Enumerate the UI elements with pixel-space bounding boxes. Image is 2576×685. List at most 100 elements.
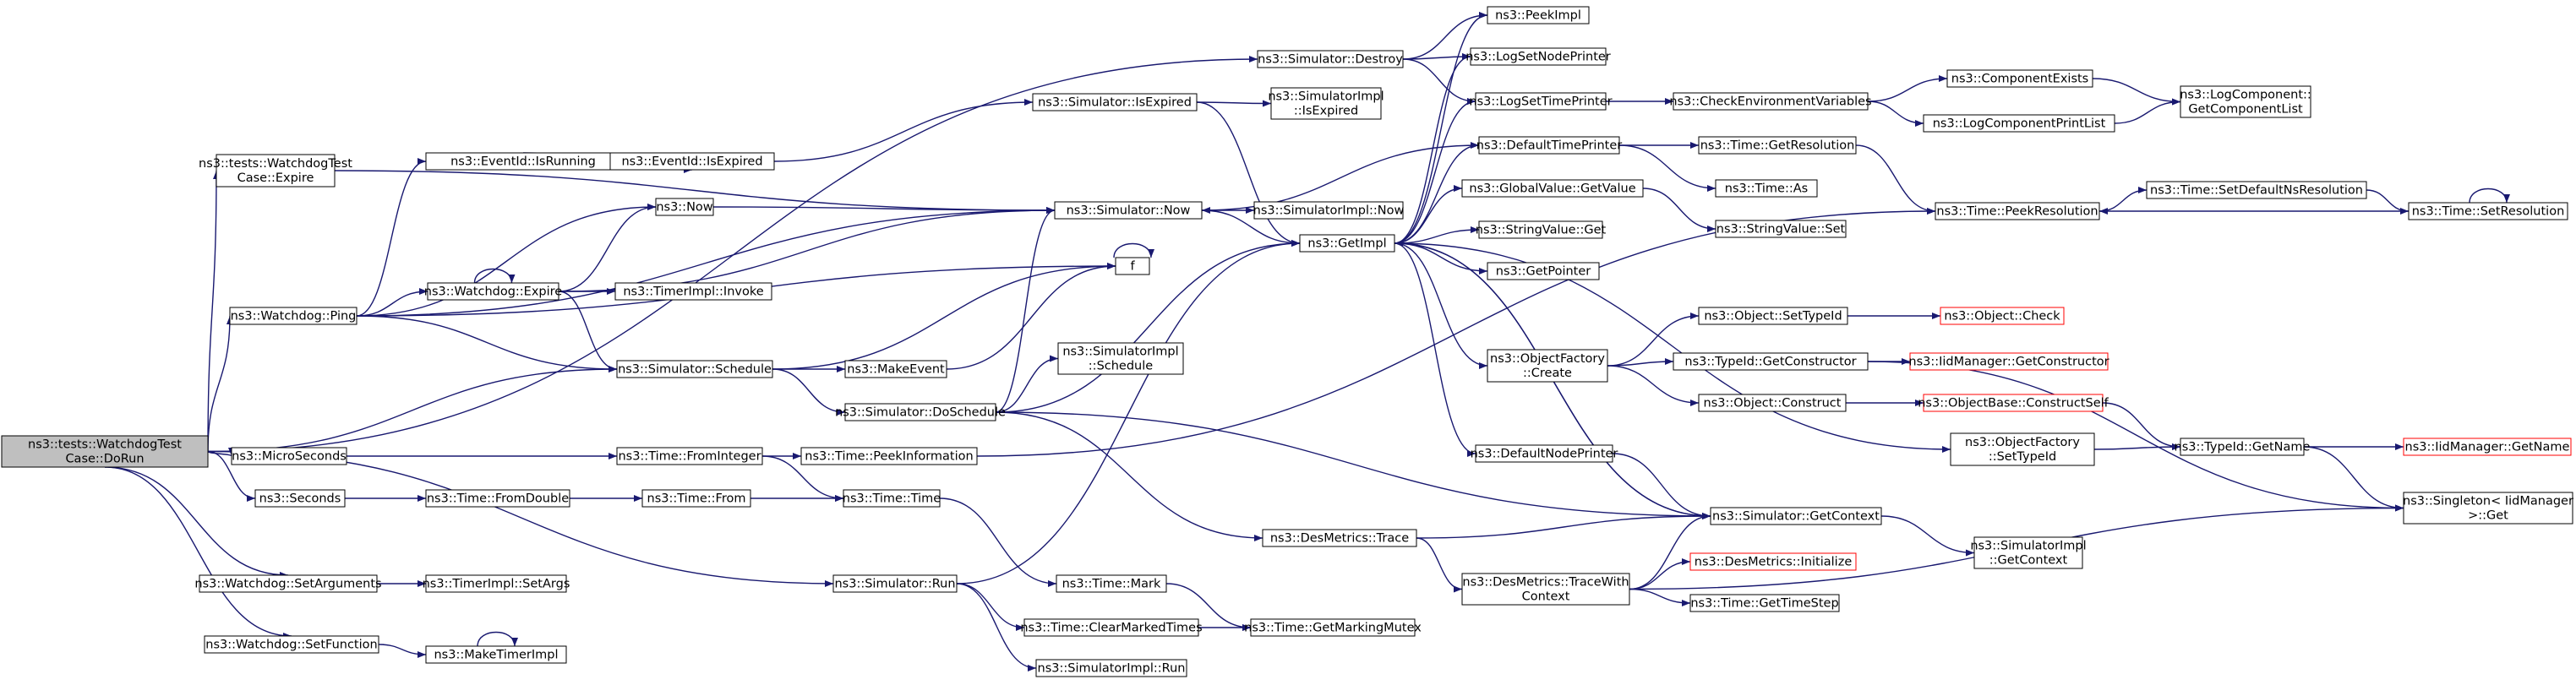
call-edge-desmetrics-tracewithcontext-to-time-gettimestep: [1629, 588, 1691, 604]
node-seconds[interactable]: ns3::Seconds: [254, 489, 346, 508]
node-time-gettimestep[interactable]: ns3::Time::GetTimeStep: [1689, 594, 1840, 612]
node-singleton-get[interactable]: ns3::Singleton< IidManager>::Get: [2403, 492, 2573, 525]
node-time-clearmarkedtimes[interactable]: ns3::Time::ClearMarkedTimes: [1020, 618, 1203, 637]
node-sim-getcontext[interactable]: ns3::Simulator::GetContext: [1710, 507, 1882, 525]
node-sim-doschedule[interactable]: ns3::Simulator::DoSchedule: [835, 403, 1006, 421]
node-simimpl-run[interactable]: ns3::SimulatorImpl::Run: [1035, 659, 1187, 677]
node-sim-isexpired[interactable]: ns3::Simulator::IsExpired: [1032, 93, 1198, 111]
arrowhead: [418, 495, 426, 502]
arrowhead: [418, 651, 426, 658]
node-desmetrics-trace[interactable]: ns3::DesMetrics::Trace: [1262, 529, 1417, 547]
node-objectbase-constructself[interactable]: ns3::ObjectBase::ConstructSelf: [1918, 394, 2109, 412]
node-checkenv[interactable]: ns3::CheckEnvironmentVariables: [1669, 92, 1872, 111]
node-simimpl-now[interactable]: ns3::SimulatorImpl::Now: [1253, 201, 1405, 220]
call-edge-objectfactory-settypeid-to-typeid-getname: [2093, 446, 2181, 450]
node-getcomponentlist[interactable]: ns3::LogComponent::GetComponentList: [2180, 85, 2311, 118]
node-label: ns3::LogSetNodePrinter: [1465, 51, 1611, 64]
node-makeevent[interactable]: ns3::MakeEvent: [844, 360, 947, 378]
node-wd-setarguments[interactable]: ns3::Watchdog::SetArguments: [194, 574, 382, 593]
node-typeid-getname[interactable]: ns3::TypeId::GetName: [2175, 438, 2311, 456]
node-time-fromdouble[interactable]: ns3::Time::FromDouble: [425, 489, 570, 508]
node-getimpl[interactable]: ns3::GetImpl: [1299, 234, 1395, 253]
node-label: ns3::Time::GetResolution: [1700, 139, 1855, 153]
node-maketimerimpl[interactable]: ns3::MakeTimerImpl: [425, 645, 567, 664]
node-typeid-getconstructor[interactable]: ns3::TypeId::GetConstructor: [1673, 352, 1869, 371]
node-box: [1698, 394, 1847, 412]
node-sim-schedule[interactable]: ns3::Simulator::Schedule: [616, 360, 773, 378]
node-object-construct[interactable]: ns3::Object::Construct: [1698, 394, 1847, 412]
node-objectfactory-settypeid[interactable]: ns3::ObjectFactory::SetTypeId: [1950, 432, 2095, 466]
node-stringvalue-set[interactable]: ns3::StringValue::Set: [1715, 220, 1847, 238]
node-globalvalue-getvalue[interactable]: ns3::GlobalValue::GetValue: [1461, 179, 1644, 198]
node-time-getmarkingmutex[interactable]: ns3::Time::GetMarkingMutex: [1244, 618, 1422, 637]
node-time-mark[interactable]: ns3::Time::Mark: [1056, 574, 1167, 593]
call-edge-sim-schedule-to-f: [772, 265, 1116, 370]
node-now[interactable]: ns3::Now: [655, 198, 714, 216]
node-microseconds[interactable]: ns3::MicroSeconds: [231, 447, 347, 465]
node-wd-ping[interactable]: ns3::Watchdog::Ping: [229, 307, 357, 325]
node-label: Case::Expire: [237, 171, 314, 185]
node-f[interactable]: f: [1115, 257, 1150, 275]
node-eventid-isrunning[interactable]: ns3::EventId::IsRunning: [425, 152, 621, 171]
call-edge-wd-expire-to-sim-schedule: [558, 291, 618, 370]
node-object-check[interactable]: ns3::Object::Check: [1940, 307, 2065, 325]
node-box: [641, 489, 751, 508]
node-desmetrics-initialize[interactable]: ns3::DesMetrics::Initialize: [1689, 552, 1857, 571]
node-wd-setfunction[interactable]: ns3::Watchdog::SetFunction: [204, 635, 379, 654]
node-box: [1475, 92, 1607, 111]
node-label: ns3::MakeTimerImpl: [434, 649, 558, 662]
call-edge-getimpl-to-defaultnodeprinter: [1394, 242, 1476, 454]
node-simimpl-isexpired[interactable]: ns3::SimulatorImpl::IsExpired: [1268, 87, 1384, 120]
node-time-setresolution[interactable]: ns3::Time::SetResolution: [2408, 202, 2568, 220]
call-edge-sim-now-to-getimpl: [1201, 209, 1301, 244]
node-simimpl-getcontext[interactable]: ns3::SimulatorImpl::GetContext: [1970, 536, 2087, 569]
node-logsettimeprinter[interactable]: ns3::LogSetTimePrinter: [1469, 92, 1613, 111]
arrowhead: [1690, 142, 1699, 149]
node-simimpl-schedule[interactable]: ns3::SimulatorImpl::Schedule: [1057, 342, 1184, 375]
node-time-getresolution[interactable]: ns3::Time::GetResolution: [1698, 136, 1857, 155]
call-edge-wd-ping-to-wd-expire: [356, 291, 428, 317]
node-box: [1478, 136, 1620, 155]
node-wd-expire[interactable]: ns3::Watchdog::Expire: [424, 282, 563, 301]
arrowhead: [1902, 358, 1910, 365]
node-box: [1470, 47, 1607, 66]
call-edge-sim-doschedule-to-sim-now: [995, 209, 1056, 413]
node-time-peekinformation[interactable]: ns3::Time::PeekInformation: [800, 447, 978, 465]
node-defaulttimeprinter[interactable]: ns3::DefaultTimePrinter: [1476, 136, 1622, 155]
node-componentexists[interactable]: ns3::ComponentExists: [1946, 69, 2093, 88]
node-time-setdefaultnsresolution[interactable]: ns3::Time::SetDefaultNsResolution: [2146, 181, 2367, 199]
node-box: [616, 447, 763, 465]
node-time-as[interactable]: ns3::Time::As: [1715, 179, 1818, 198]
node-iidmanager-getconstructor[interactable]: ns3::IidManager::GetConstructor: [1908, 352, 2109, 371]
node-box: [2180, 438, 2305, 456]
node-object-settypeid[interactable]: ns3::Object::SetTypeId: [1698, 307, 1848, 325]
node-sim-now[interactable]: ns3::Simulator::Now: [1054, 201, 1203, 220]
node-stringvalue-get[interactable]: ns3::StringValue::Get: [1476, 220, 1607, 239]
node-defaultnodeprinter[interactable]: ns3::DefaultNodePrinter: [1471, 444, 1618, 463]
node-logsetnodeprinter[interactable]: ns3::LogSetNodePrinter: [1465, 47, 1611, 66]
call-edge-logcomponentprintlist-to-getcomponentlist: [2114, 101, 2181, 124]
node-timerimpl-setargs[interactable]: ns3::TimerImpl::SetArgs: [423, 574, 570, 593]
node-sim-run[interactable]: ns3::Simulator::Run: [832, 574, 958, 593]
node-timerimpl-invoke[interactable]: ns3::TimerImpl::Invoke: [614, 282, 772, 301]
node-iidmanager-getname[interactable]: ns3::IidManager::GetName: [2403, 438, 2572, 456]
node-peekimpl[interactable]: ns3::PeekImpl: [1487, 6, 1590, 24]
node-time-frominteger[interactable]: ns3::Time::FromInteger: [616, 447, 763, 465]
node-time-from[interactable]: ns3::Time::From: [641, 489, 751, 508]
call-edge-objectfactory-create-to-object-construct: [1607, 365, 1700, 404]
node-time-time[interactable]: ns3::Time::Time: [843, 489, 941, 508]
call-edge-root-to-sim-schedule: [207, 368, 618, 453]
node-time-peekresolution[interactable]: ns3::Time::PeekResolution: [1935, 202, 2100, 220]
node-eventid-isexpired[interactable]: ns3::EventId::IsExpired: [609, 152, 775, 171]
node-objectfactory-create[interactable]: ns3::ObjectFactory::Create: [1487, 349, 1608, 383]
node-sim-destroy[interactable]: ns3::Simulator::Destroy: [1257, 50, 1404, 68]
node-getpointer[interactable]: ns3::GetPointer: [1487, 262, 1600, 280]
node-label: ns3::Object::Check: [1944, 310, 2060, 323]
arrowhead: [2395, 443, 2404, 450]
node-box: [609, 152, 775, 171]
node-label: ns3::SimulatorImpl::Run: [1038, 662, 1186, 676]
node-logcomponentprintlist[interactable]: ns3::LogComponentPrintList: [1923, 114, 2115, 133]
